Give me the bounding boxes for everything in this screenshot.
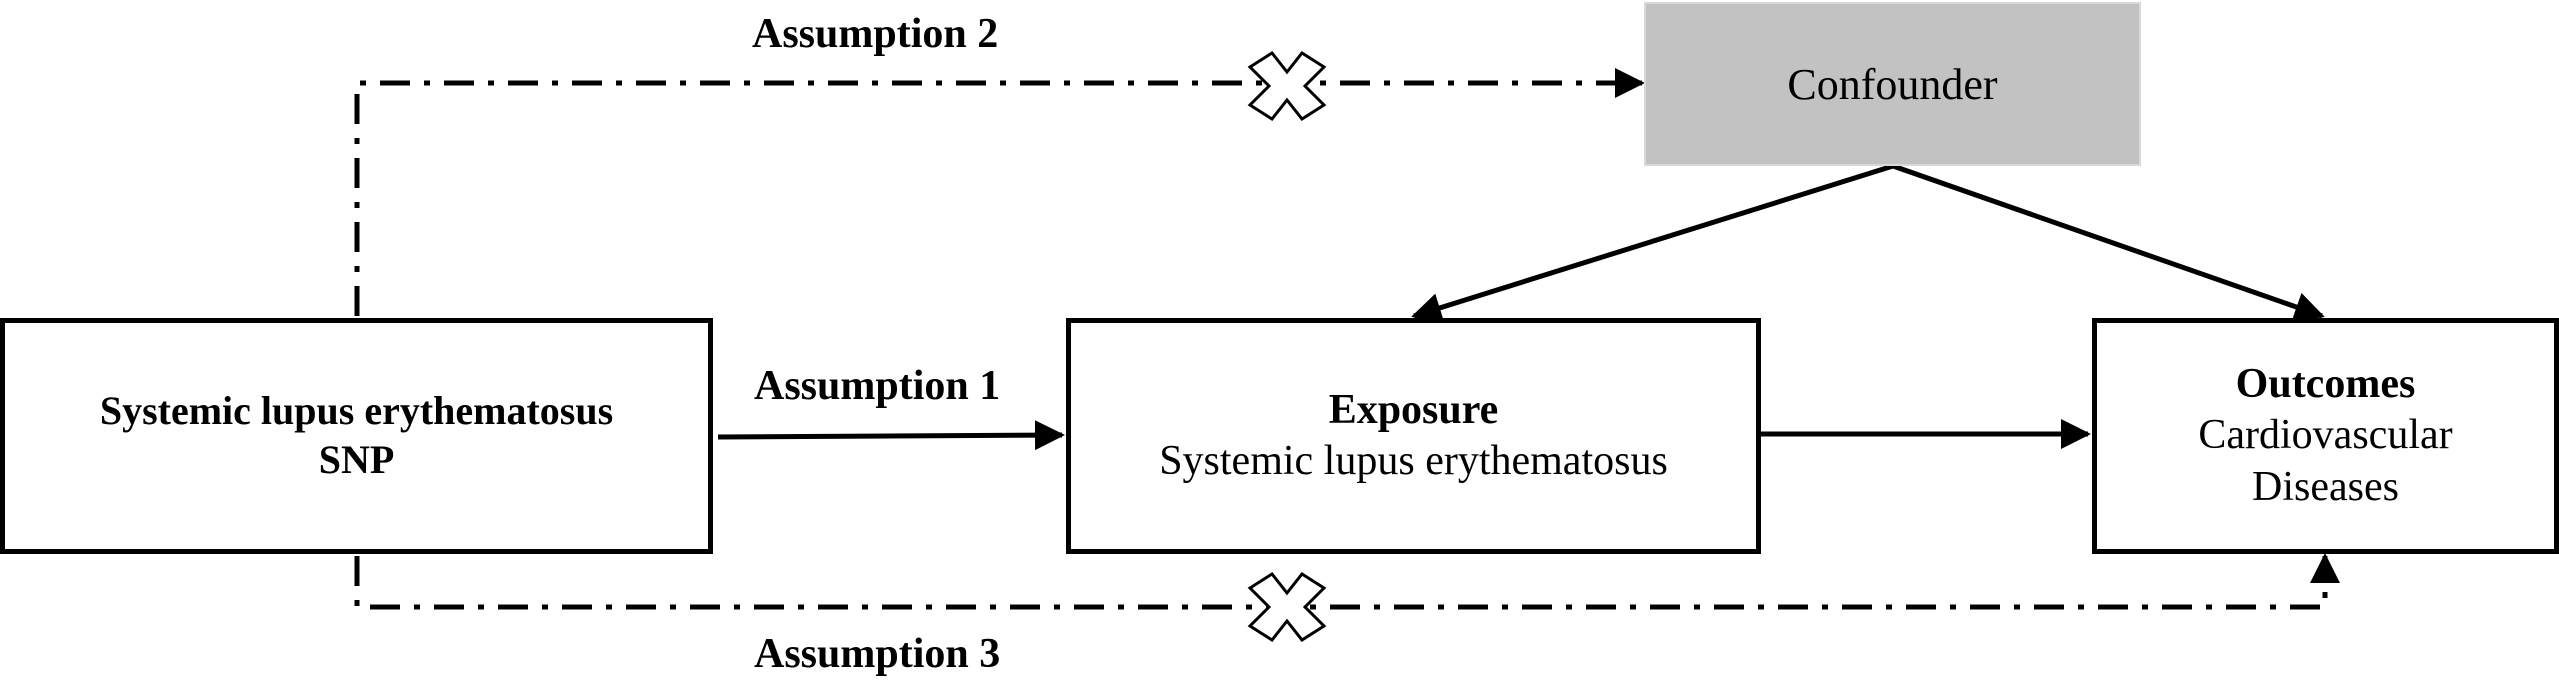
confounder-label: Confounder (1787, 59, 1998, 109)
outcomes-detail-line1: Cardiovascular (2198, 412, 2453, 459)
snp-label-line1: Systemic lupus erythematosus (99, 388, 614, 434)
snp-box: Systemic lupus erythematosus SNP (0, 318, 713, 554)
path-snp-to-confounder (354, 68, 1645, 316)
exposure-heading: Exposure (1328, 386, 1499, 433)
arrow-snp-to-exposure (717, 420, 1065, 451)
assumption-1-label: Assumption 1 (754, 363, 1001, 409)
outcomes-box: Outcomes Cardiovascular Diseases (2092, 318, 2559, 554)
cross-icon-assumption-3 (1247, 572, 1327, 642)
exposure-box: Exposure Systemic lupus erythematosus (1066, 318, 1761, 554)
path-snp-to-outcomes (354, 553, 2340, 610)
snp-label-line2: SNP (318, 437, 395, 482)
confounder-box: Confounder (1644, 2, 2141, 166)
outcomes-detail-line2: Diseases (2252, 463, 2399, 510)
cross-icon-assumption-2 (1247, 51, 1327, 121)
outcomes-heading: Outcomes (2235, 361, 2416, 408)
arrow-confounder-to-exposure (1411, 163, 1894, 323)
assumption-3-label: Assumption 3 (754, 631, 1001, 677)
arrow-confounder-to-outcomes (1892, 163, 2325, 322)
exposure-detail: Systemic lupus erythematosus (1159, 438, 1668, 484)
assumption-2-label: Assumption 2 (752, 11, 999, 57)
